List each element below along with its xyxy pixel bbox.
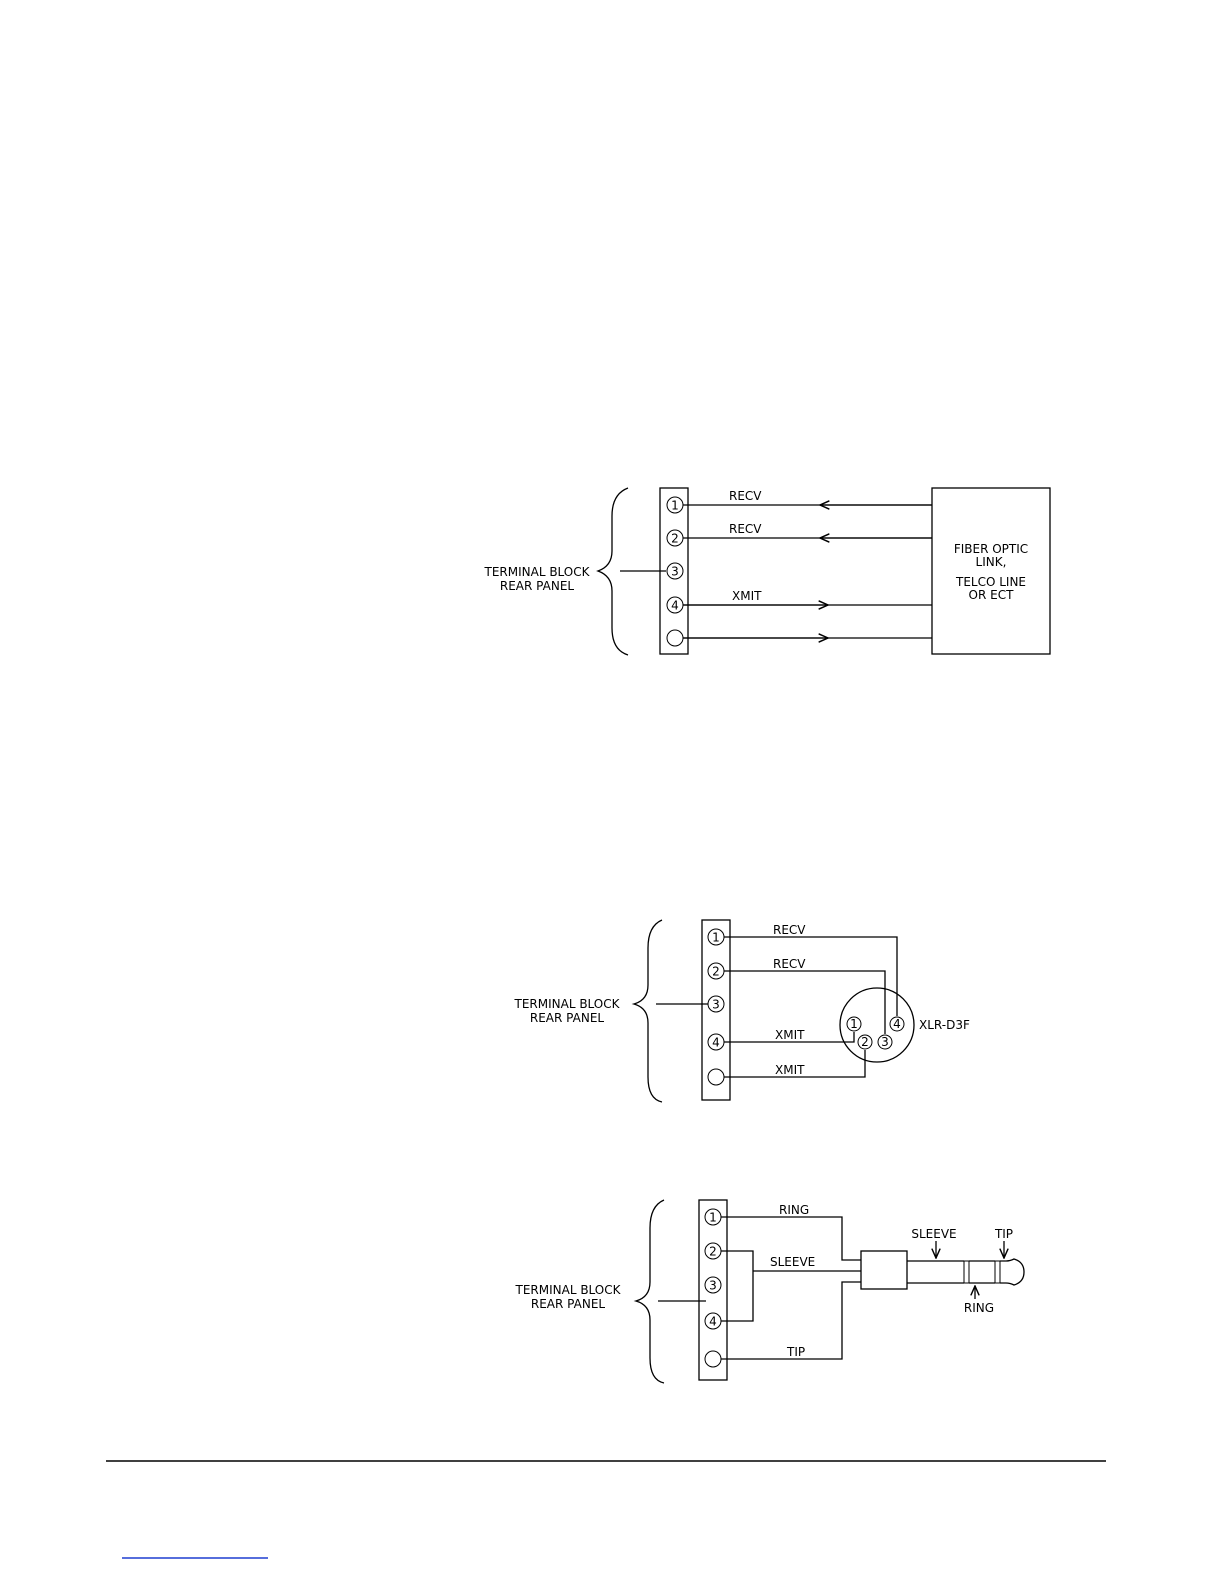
xlr-pin-2: 2 [861,1035,869,1049]
device-text-4: OR ECT [969,588,1015,602]
block-label-3a: TERMINAL BLOCK [514,1283,621,1297]
brace-2 [634,920,662,1102]
pin-1: 1 [671,499,679,513]
pin-2: 2 [671,532,679,546]
pin-1: 1 [709,1211,717,1225]
wire-label-recv-2: RECV [773,957,806,971]
phone-plug [861,1251,1024,1289]
terminal-pins-2: 1 2 3 4 [708,929,724,1085]
block-label-2b: REAR PANEL [530,1011,605,1025]
terminal-pins-3: 1 2 3 4 [705,1209,721,1367]
xlr-pin-4: 4 [893,1017,901,1031]
xlr-connector: 1 2 3 4 [840,988,914,1062]
pin-3: 3 [709,1279,717,1293]
plug-insulator-2 [995,1261,1000,1283]
pin-1: 1 [712,931,720,945]
wire-label-xmit: XMIT [732,589,762,603]
pin-3: 3 [671,565,679,579]
pin-2: 2 [712,965,720,979]
wire-label-recv-1: RECV [773,923,806,937]
brace-3 [636,1200,664,1383]
wires-3 [721,1217,861,1359]
plug-tip [1000,1259,1024,1285]
figure-fiber-optic-wiring: TERMINAL BLOCK REAR PANEL 1 2 3 4 RECV R… [483,488,1050,655]
block-label-2a: TERMINAL BLOCK [513,997,620,1011]
pin-3: 3 [712,998,720,1012]
block-label-1b: REAR PANEL [500,579,575,593]
plug-body [861,1251,907,1289]
xlr-pin-3: 3 [881,1035,889,1049]
xlr-pin-1: 1 [850,1017,858,1031]
wire-label-xmit-1: XMIT [775,1028,805,1042]
device-text-2: LINK, [976,555,1007,569]
block-label-3b: REAR PANEL [531,1297,606,1311]
connector-name: XLR-D3F [919,1018,970,1032]
figure-xlr-wiring: TERMINAL BLOCK REAR PANEL 1 2 3 4 RECV R… [513,920,969,1102]
pin-4: 4 [712,1036,720,1050]
wire-label-ring: RING [779,1203,809,1217]
pin-2: 2 [709,1245,717,1259]
pin-4: 4 [709,1315,717,1329]
plug-label-ring: RING [964,1301,994,1315]
plug-ring [969,1261,995,1283]
wires-2 [724,937,897,1077]
plug-sleeve [907,1261,964,1283]
device-text-1: FIBER OPTIC [954,542,1028,556]
block-label-1a: TERMINAL BLOCK [483,565,590,579]
plug-insulator-1 [964,1261,969,1283]
device-text-3: TELCO LINE [955,575,1026,589]
plug-label-tip: TIP [994,1227,1013,1241]
wire-label-tip: TIP [786,1345,805,1359]
wires-1 [683,505,932,638]
wire-label-sleeve: SLEEVE [770,1255,815,1269]
figure-phone-plug-wiring: TERMINAL BLOCK REAR PANEL 1 2 3 4 RING S… [514,1200,1024,1383]
wire-label-recv-2: RECV [729,522,762,536]
wire-label-recv-1: RECV [729,489,762,503]
fiber-optic-device-box [932,488,1050,654]
wire-label-xmit-2: XMIT [775,1063,805,1077]
plug-label-sleeve: SLEEVE [911,1227,956,1241]
pin-4: 4 [671,599,679,613]
terminal-pins-1: 1 2 3 4 [667,497,683,646]
